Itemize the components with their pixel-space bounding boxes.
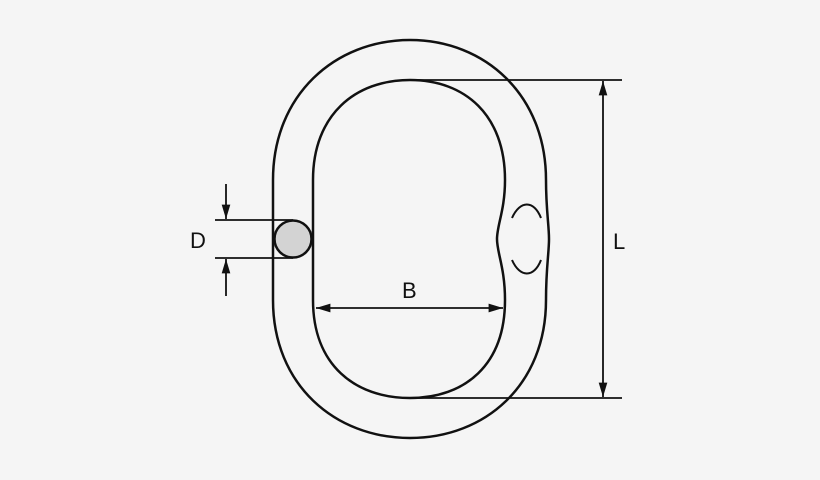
l-label: L [613, 229, 625, 254]
inner-ring-outline [311, 78, 507, 400]
cross-section-circle [273, 219, 313, 259]
d-label: D [190, 228, 206, 253]
outer-ring-outline [271, 38, 551, 440]
lower-forge-mark [511, 259, 542, 275]
upper-forge-mark [511, 203, 542, 219]
b-label: B [402, 278, 417, 303]
